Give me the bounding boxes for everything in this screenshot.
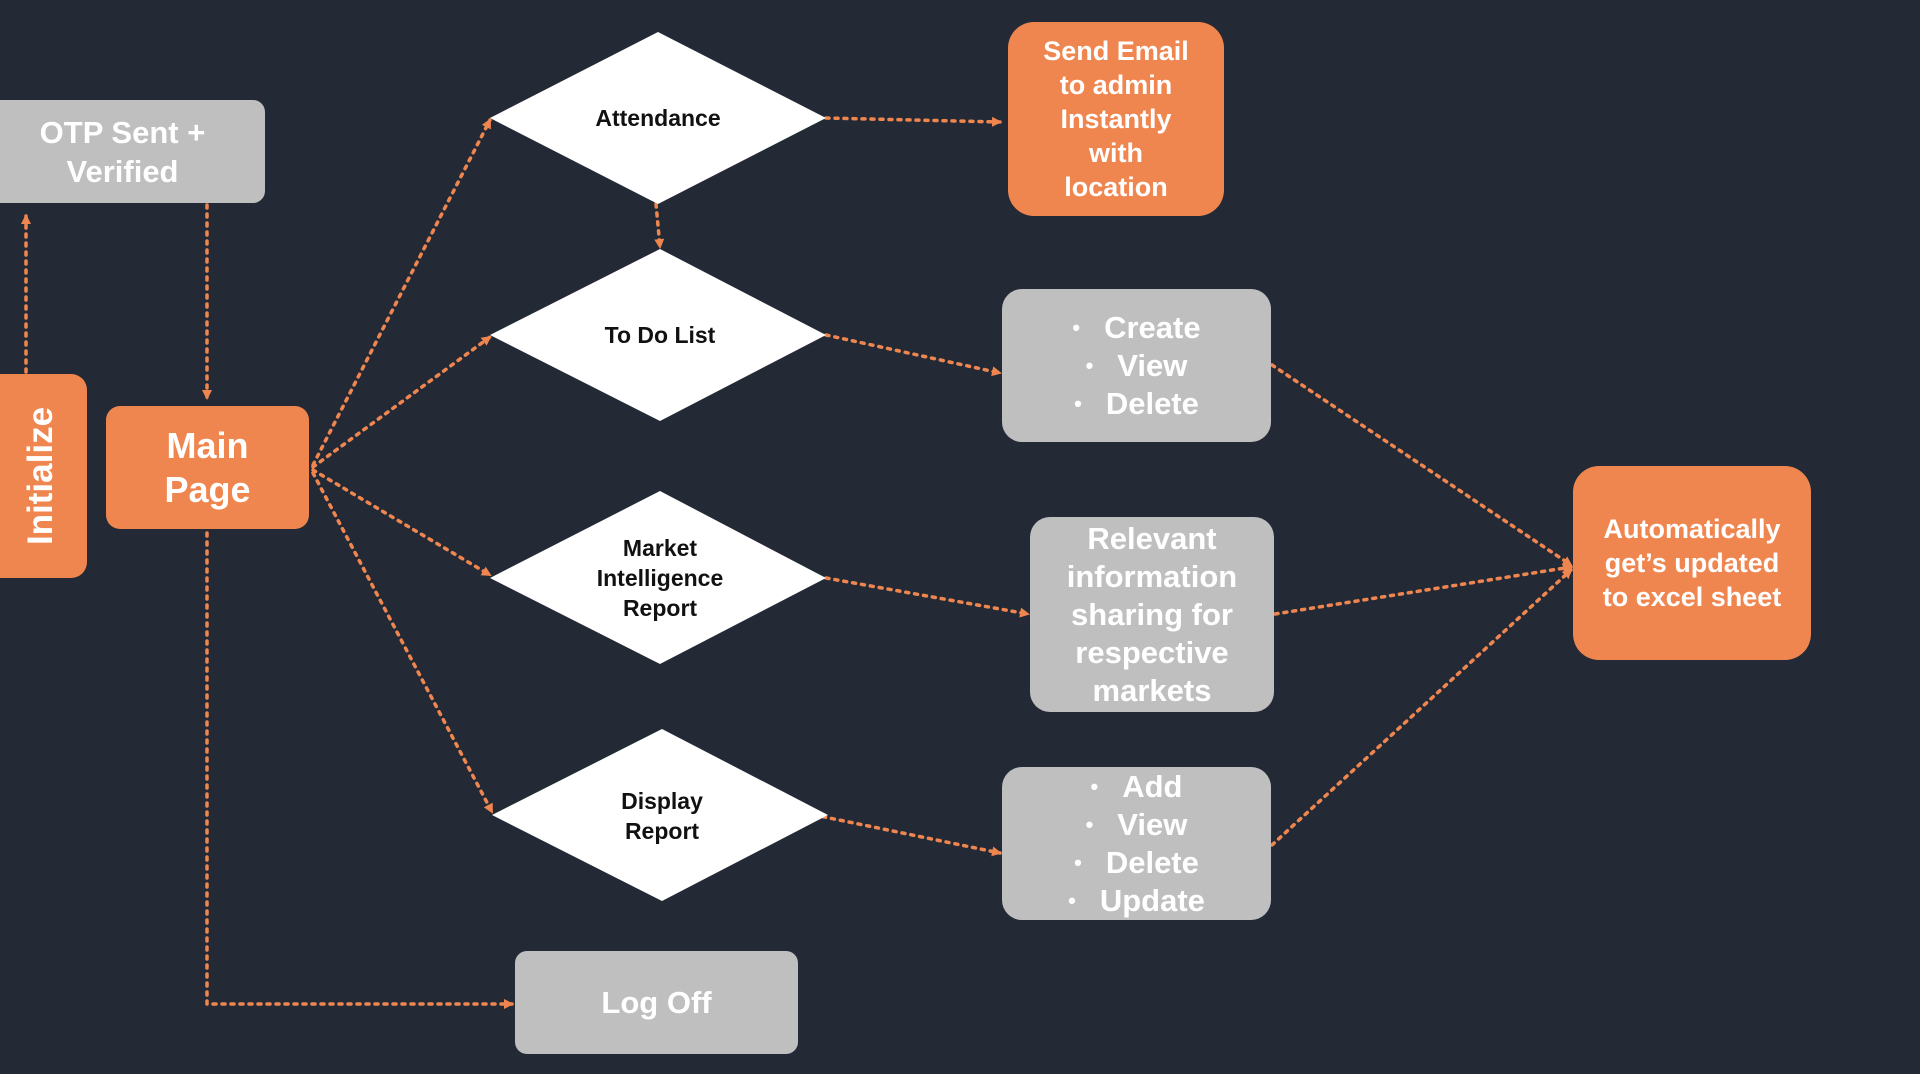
otp-line: OTP Sent + [39,114,206,150]
connector-market-to-info [824,576,1030,618]
connector-attendance-to-todo [654,202,665,249]
market-label-line: Market [622,535,698,561]
initialize-label: Initialize [21,406,61,546]
send-email-line: to admin [1059,70,1173,100]
bullet-icon: • [1085,811,1094,837]
display-action-item: • View [1086,806,1188,844]
todo-action-item: • Delete [1074,385,1199,423]
display-action-item: • Update [1068,882,1205,920]
log-off-box: Log Off [515,951,798,1054]
bullet-icon: • [1074,390,1082,416]
todo-diamond [490,249,826,421]
connector-main-to-logoff [205,531,514,1009]
send-email-line: location [1064,172,1168,202]
send-email-line: Instantly [1060,104,1172,134]
todo-label-line: To Do List [604,322,716,348]
market-label-line: Intelligence [596,565,724,591]
display-actions-box: • Add • View • Delete • Update [1002,767,1271,920]
display-report-label: Display Report [564,785,760,847]
todo-action-label: Delete [1105,385,1199,421]
display-diamond [492,729,828,901]
market-info-line: sharing for [1071,596,1233,632]
display-action-label: Update [1099,882,1205,918]
bullet-icon: • [1068,887,1076,913]
otp-verified-box: OTP Sent + Verified [0,100,265,203]
connector-todo-actions-to-excel [1270,363,1573,567]
display-label-line: Display [621,788,703,814]
bullet-icon: • [1072,314,1081,340]
bullet-icon: • [1090,773,1099,799]
todo-actions-box: • Create • View • Delete [1002,289,1271,442]
excel-line: Automatically [1603,514,1781,544]
market-info-line: information [1066,558,1238,594]
todo-action-item: • Create [1072,309,1200,347]
main-page-line: Page [164,468,251,510]
connector-display-to-actions [803,811,1002,857]
market-diamond [490,491,826,664]
display-action-item: • Add [1091,768,1183,806]
connector-display-actions-to-excel [1270,568,1573,847]
send-email-box: Send Email to admin Instantly with locat… [1008,22,1224,216]
bullet-icon: • [1074,849,1082,875]
connector-main-to-market [311,468,492,577]
market-info-line: markets [1092,672,1212,708]
connector-todo-to-actions [824,333,1002,377]
excel-update-box: Automatically get’s updated to excel she… [1573,466,1811,660]
attendance-label-line: Attendance [595,105,721,131]
send-email-line: Send Email [1043,36,1189,66]
todo-action-item: • View [1086,347,1188,385]
main-page-line: Main [166,424,249,466]
market-label-line: Report [622,595,698,621]
display-action-label: View [1117,806,1188,842]
excel-line: get’s updated [1604,548,1780,578]
initialize-box: Initialize [0,374,87,578]
bullet-icon: • [1085,352,1094,378]
display-action-item: • Delete [1074,844,1199,882]
connector-main-to-todo [311,335,492,469]
display-action-label: Add [1122,768,1183,804]
market-info-box: Relevant information sharing for respect… [1030,517,1274,712]
excel-line: to excel sheet [1602,582,1782,612]
market-report-label: Market Intelligence Report [562,532,758,624]
market-info-line: respective [1075,634,1229,670]
connector-attendance-to-email [824,116,1002,127]
display-label-line: Report [624,818,700,844]
otp-line: Verified [66,153,179,189]
log-off-label: Log Off [601,984,712,1020]
market-info-line: Relevant [1087,520,1217,556]
display-action-label: Delete [1105,844,1199,880]
main-page-box: Main Page [106,406,309,529]
attendance-diamond [490,32,826,204]
send-email-line: with [1089,138,1143,168]
attendance-label: Attendance [560,98,756,138]
connector-main-to-display [311,471,494,814]
todo-action-label: Create [1104,309,1201,345]
todo-action-label: View [1117,347,1188,383]
connector-main-to-attendance [311,118,492,467]
todo-label: To Do List [562,315,758,355]
